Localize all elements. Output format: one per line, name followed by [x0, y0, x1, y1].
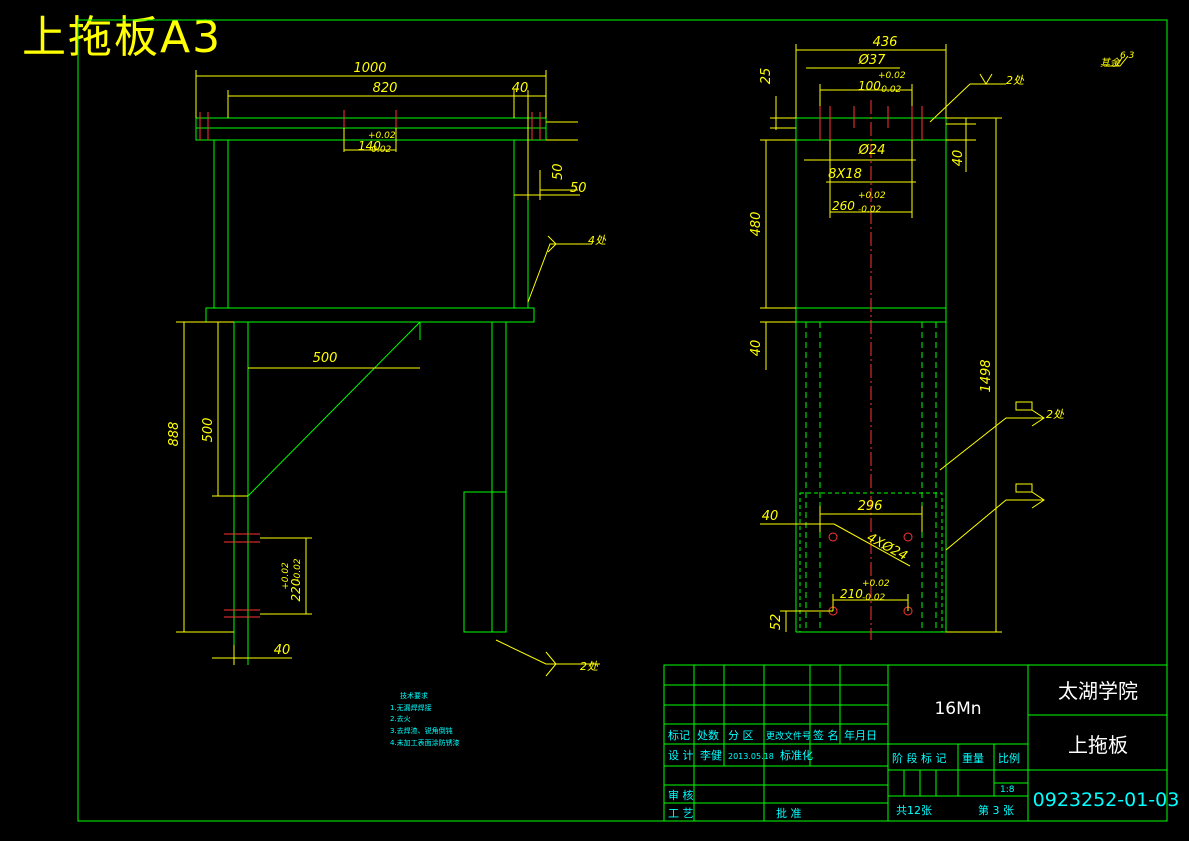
dim-52: 52	[769, 614, 784, 631]
dim-210: 210	[840, 587, 863, 601]
tol-210-dn: -0.02	[862, 593, 886, 603]
dim-50a: 50	[551, 163, 566, 180]
dim-140: 140	[358, 139, 381, 153]
designer-name: 李健	[700, 748, 722, 762]
part-name: 上拖板	[1068, 733, 1128, 757]
design-label: 设 计	[668, 749, 694, 762]
tol-100-dn: -0.02	[878, 85, 902, 95]
total-sheets: 共12张	[896, 804, 932, 817]
design-date: 2013.05.18	[728, 752, 774, 761]
front-view-bolts	[199, 110, 541, 618]
dim-500-v: 500	[201, 418, 216, 443]
material: 16Mn	[934, 699, 981, 719]
weld-2-top-label: 2处	[1006, 74, 1025, 87]
dim-40-top: 40	[512, 81, 529, 96]
dim-40-right: 40	[951, 150, 966, 167]
tol-260-up: +0.02	[858, 191, 886, 201]
dim-phi37: Ø37	[858, 53, 887, 68]
tech-note-1: 1.无漏焊焊接	[390, 703, 432, 712]
tol-100-up: +0.02	[878, 71, 906, 81]
title-block-lines	[663, 664, 1168, 822]
dim-1498: 1498	[979, 359, 994, 392]
front-view-dimensions	[176, 70, 600, 677]
dim-phi24: Ø24	[858, 143, 886, 158]
tech-note-4: 4.未加工表面涂防锈漆	[390, 738, 460, 747]
stage-label: 阶 段 标 记	[892, 751, 947, 765]
roughness-value: 6.3	[1120, 51, 1135, 61]
sheet-number: 第 3 张	[978, 803, 1014, 817]
weld-2-mid-label: 2处	[1046, 408, 1065, 421]
sheet-title: 上拖板A3	[22, 12, 223, 63]
header-date: 年月日	[844, 728, 877, 742]
review-label: 审 核	[668, 788, 694, 802]
tol-210-up: +0.02	[862, 579, 890, 589]
side-view-dimensions	[760, 44, 1129, 633]
dim-888: 888	[167, 422, 182, 447]
header-sign: 签 名	[813, 728, 839, 742]
dim-40-low: 40	[762, 509, 779, 524]
front-view-dim-text: 1000 820 40 140 +0.02 -0.02 50 50 4处 500…	[167, 61, 607, 673]
tech-note-2: 2.去火	[390, 714, 411, 723]
front-view-outline	[195, 117, 547, 665]
process-label: 工 艺	[668, 807, 694, 820]
dim-8x18: 8X18	[828, 167, 862, 182]
tol-140-dn: -0.02	[368, 145, 392, 155]
dim-50b: 50	[570, 181, 587, 196]
scale-value: 1:8	[1000, 785, 1015, 795]
tol-140-up: +0.02	[368, 131, 396, 141]
dim-40-left: 40	[749, 340, 764, 357]
tol-220-dn: -0.02	[293, 558, 303, 582]
roughness-label: 其余	[1100, 57, 1122, 69]
title-block-text: 16Mn 太湖学院 上拖板 0923252-01-03 标记 处数 分 区 更改…	[668, 679, 1179, 820]
side-view-dim-text: 436 Ø37 100 +0.02 -0.02 25 2处 其余 6.3 40 …	[749, 35, 1135, 630]
header-count: 处数	[697, 729, 719, 742]
dim-1000: 1000	[353, 61, 386, 76]
weight-label: 重量	[962, 751, 984, 765]
dim-500-h: 500	[313, 351, 338, 366]
tech-note-3: 3.去焊渣、锐角倒钝	[390, 726, 453, 735]
approve-label: 批 准	[776, 806, 802, 820]
header-change: 更改文件号	[766, 730, 811, 742]
tech-notes: 技术要求 1.无漏焊焊接 2.去火 3.去焊渣、锐角倒钝 4.未加工表面涂防锈漆	[390, 691, 460, 747]
standard-label: 标准化	[780, 748, 813, 762]
drawing-border	[77, 19, 1168, 822]
scale-label: 比例	[998, 751, 1020, 765]
dim-260: 260	[832, 199, 855, 213]
tol-220-up: +0.02	[281, 562, 291, 590]
header-zone: 分 区	[728, 729, 754, 742]
dim-820: 820	[373, 81, 398, 96]
school-name: 太湖学院	[1058, 679, 1138, 703]
dim-40-bottom: 40	[274, 643, 291, 658]
weld-4-label: 4处	[588, 234, 607, 247]
tech-notes-title: 技术要求	[400, 691, 428, 700]
header-mark: 标记	[668, 728, 690, 742]
dim-100: 100	[858, 79, 881, 93]
dim-436: 436	[873, 35, 898, 50]
drawing-number: 0923252-01-03	[1033, 789, 1180, 811]
dim-25: 25	[759, 68, 774, 85]
dim-220: 220	[289, 578, 303, 601]
tol-260-dn: -0.02	[858, 205, 882, 215]
weld-2-bottom-label: 2处	[580, 660, 599, 673]
dim-480: 480	[749, 212, 764, 237]
dim-296: 296	[858, 499, 883, 514]
